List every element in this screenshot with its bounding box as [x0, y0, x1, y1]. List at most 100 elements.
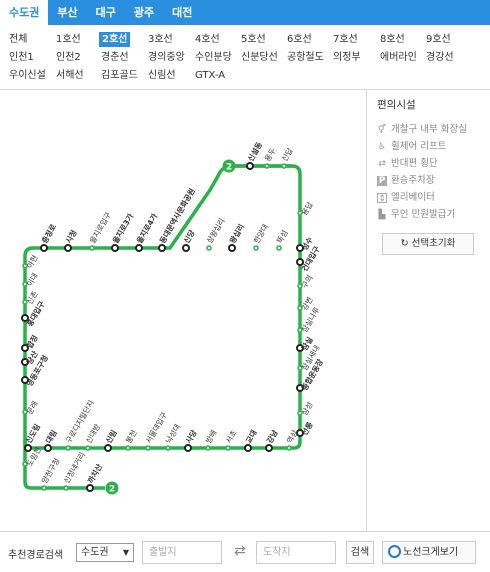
line-sillim[interactable]: 신림선 [148, 70, 176, 81]
svg-text:뚝섬: 뚝섬 [274, 228, 290, 245]
line-5[interactable]: 5호선 [241, 34, 266, 45]
line-gtx-a[interactable]: GTX-A [195, 70, 226, 81]
line-seohae[interactable]: 서해선 [56, 70, 84, 81]
cross-over-icon: ⇄ [378, 159, 386, 169]
station-dot [296, 258, 304, 266]
svg-text:을지로입구: 을지로입구 [88, 211, 113, 245]
line-9[interactable]: 9호선 [426, 34, 451, 45]
stations-top: 신설동 용두 신답 용답 성수 건대입구 구의 강변 잠실나루 잠실 잠실새내 … [245, 140, 325, 437]
svg-text:사당: 사당 [183, 428, 199, 445]
line-suinbundang[interactable]: 수인분당 [195, 52, 232, 63]
facility-kiosk[interactable]: ▙ 무인 민원발급기 [377, 208, 456, 222]
line2-badge-bottom: 2 [105, 481, 119, 495]
magnifier-plus-icon [388, 545, 401, 558]
svg-text:한양대: 한양대 [252, 222, 270, 245]
station-dot [297, 210, 303, 216]
svg-text:신정네거리: 신정네거리 [61, 450, 87, 485]
svg-text:방배: 방배 [203, 428, 219, 445]
svg-text:까치산: 까치산 [85, 462, 104, 485]
line-6[interactable]: 6호선 [287, 34, 312, 45]
chevron-down-icon: ▼ [122, 548, 129, 557]
station-dot [297, 283, 303, 289]
svg-text:양천구청: 양천구청 [39, 456, 61, 485]
svg-text:신림: 신림 [103, 428, 119, 445]
restroom-icon: ⚥ [377, 125, 387, 135]
line-gyeongui[interactable]: 경의중앙 [148, 52, 185, 63]
svg-text:상왕십리: 상왕십리 [204, 216, 226, 245]
facility-label: 반대편 횡단 [391, 158, 438, 169]
parking-icon: P [377, 176, 387, 186]
svg-text:대림: 대림 [43, 428, 59, 445]
reset-button[interactable]: ↻ 선택초기화 [382, 233, 474, 255]
swap-icon[interactable]: ⇄ [234, 543, 246, 559]
station-dot [297, 305, 303, 311]
line-incheon2[interactable]: 인천2 [56, 52, 81, 63]
line-ui-sinseol[interactable]: 우이신설 [9, 70, 46, 81]
svg-text:강남: 강남 [264, 428, 280, 445]
line-1[interactable]: 1호선 [56, 34, 81, 45]
line2-badge-top: 2 [222, 159, 236, 173]
line-everline[interactable]: 에버라인 [380, 52, 417, 63]
facility-parking[interactable]: P 환승주차장 [377, 174, 435, 188]
region-tab-daegu[interactable]: 대구 [95, 6, 116, 19]
refresh-icon: ↻ [400, 238, 409, 249]
svg-text:낙성대: 낙성대 [163, 422, 182, 445]
station-dot [264, 163, 270, 169]
line-gyeonggang[interactable]: 경강선 [426, 52, 454, 63]
svg-text:2: 2 [109, 485, 115, 495]
line-2[interactable]: 2호선 [99, 32, 131, 47]
kkachisan-branch [23, 440, 105, 490]
facility-wheelchair-lift[interactable]: ♿ 휠체어 리프트 [377, 140, 447, 154]
line-4[interactable]: 4호선 [195, 34, 220, 45]
divider [366, 90, 367, 530]
line-8[interactable]: 8호선 [380, 34, 405, 45]
station-dot [297, 410, 303, 416]
facility-label: 개찰구 내부 화장실 [391, 124, 467, 135]
enlarge-map-button[interactable]: 노선크게보기 [382, 541, 476, 564]
station-label: 용두 [263, 146, 278, 163]
line-gimpo-gold[interactable]: 김포골드 [101, 70, 138, 81]
arrival-input[interactable]: 도착지 [256, 541, 336, 564]
station-dot [297, 327, 303, 333]
region-tab-sudogwon[interactable]: 수도권 [0, 0, 49, 25]
svg-text:2: 2 [226, 163, 232, 173]
station-dot [281, 163, 287, 169]
facility-panel: 편의시설 ⚥ 개찰구 내부 화장실 ♿ 휠체어 리프트 ⇄ 반대편 횡단 P 환… [367, 90, 490, 530]
line-incheon1[interactable]: 인천1 [9, 52, 34, 63]
elevator-icon: ⇕ [377, 193, 387, 204]
svg-text:신대방: 신대방 [83, 422, 102, 445]
svg-text:을지로3가: 을지로3가 [110, 211, 135, 245]
line-gyeongchun[interactable]: 경춘선 [101, 52, 129, 63]
subway-map[interactable]: 2 2 신설동 용두 신답 용답 성수 건대입구 구의 강변 잠실나루 [0, 90, 366, 530]
facility-label: 엘리베이터 [391, 192, 435, 203]
line-airport[interactable]: 공항철도 [287, 52, 324, 63]
facility-elevator[interactable]: ⇕ 엘리베이터 [377, 191, 435, 205]
line-uijeongbu[interactable]: 의정부 [333, 52, 361, 63]
station-dot [297, 365, 303, 371]
stations-upper: 충정로 시청 을지로입구 을지로3가 을지로4가 동대문역사문화공원 신당 상왕… [39, 186, 290, 252]
line-sinbundang[interactable]: 신분당선 [241, 52, 278, 63]
region-tab-daejeon[interactable]: 대전 [172, 6, 193, 19]
route-search-bar: 추천경로검색 수도권 ▼ 출발지 ⇄ 도착지 검색 노선크게보기 [0, 531, 490, 572]
region-tab-gwangju[interactable]: 광주 [133, 6, 155, 19]
line-7[interactable]: 7호선 [333, 34, 358, 45]
svg-text:충정로: 충정로 [39, 222, 58, 245]
svg-text:을지로4가: 을지로4가 [134, 211, 159, 245]
facility-cross-over[interactable]: ⇄ 반대편 횡단 [377, 157, 438, 171]
station-dot [246, 162, 254, 170]
stations-branch: 도림천 양천구청 신정네거리 까치산 [22, 445, 104, 492]
facility-restroom[interactable]: ⚥ 개찰구 내부 화장실 [377, 123, 467, 137]
facility-label: 환승주차장 [391, 175, 435, 186]
line-3[interactable]: 3호선 [148, 34, 173, 45]
svg-text:시청: 시청 [63, 228, 79, 245]
region-select[interactable]: 수도권 ▼ [76, 543, 134, 562]
line-all[interactable]: 전체 [9, 34, 28, 45]
station-dot [296, 384, 304, 392]
region-tab-busan[interactable]: 부산 [57, 6, 78, 19]
departure-input[interactable]: 출발지 [142, 541, 222, 564]
station-label: 신답 [279, 146, 295, 163]
search-button[interactable]: 검색 [346, 541, 374, 564]
svg-text:왕십리: 왕십리 [227, 222, 246, 245]
svg-text:봉천: 봉천 [123, 428, 139, 445]
kiosk-icon: ▙ [378, 210, 386, 220]
